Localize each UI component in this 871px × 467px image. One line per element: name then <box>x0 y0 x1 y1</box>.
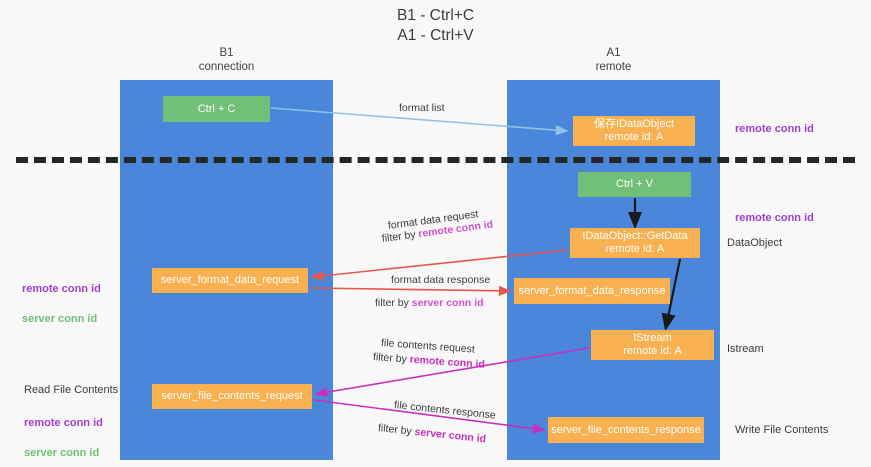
annotation-remote-conn-id-left-top: remote conn id <box>22 283 101 295</box>
filter-key-server-conn-id: server conn id <box>411 297 484 309</box>
annotation-read-file-contents: Read File Contents <box>24 384 119 396</box>
page-title: B1 - Ctrl+C A1 - Ctrl+V <box>396 7 475 44</box>
annotation-write-file-contents: Write File Contents <box>735 424 829 436</box>
filter-prefix: filter by <box>372 351 411 366</box>
box-istream[interactable]: IStream remote id: A <box>591 330 714 360</box>
box-server-file-contents-response[interactable]: server_file_contents_response <box>548 417 704 443</box>
annotation-istream: Istream <box>727 343 764 355</box>
box-ctrl-v[interactable]: Ctrl + V <box>578 172 691 197</box>
lane-header-b1: B1 connection <box>198 47 255 73</box>
edge-label-format-data-response: format data response <box>391 274 491 286</box>
annotation-dataobject: DataObject <box>727 237 783 249</box>
lane-header-a1: A1 remote <box>595 47 632 73</box>
annotation-conn-id-legend-top: remote conn id server conn id <box>22 267 101 327</box>
filter-prefix: filter by <box>377 422 416 438</box>
annotation-server-conn-id-left-bottom: server conn id <box>24 447 100 459</box>
edge-label-file-contents-response-filter: filter by server conn id <box>377 421 487 447</box>
edge-label-file-contents-response: file contents response <box>393 399 497 422</box>
annotation-remote-conn-id-mid: remote conn id <box>735 212 814 224</box>
filter-prefix: filter by <box>381 228 420 245</box>
box-server-format-data-request[interactable]: server_format_data_request <box>152 268 308 293</box>
box-server-file-contents-request[interactable]: server_file_contents_request <box>152 384 312 409</box>
annotation-conn-id-legend-bottom: remote conn id server conn id <box>24 401 103 461</box>
annotation-remote-conn-id-left-bottom: remote conn id <box>24 417 103 429</box>
filter-key-remote-conn-id: remote conn id <box>409 353 486 371</box>
box-save-idataobject[interactable]: 保存IDataObject remote id: A <box>573 116 695 146</box>
box-ctrl-c[interactable]: Ctrl + C <box>163 96 270 122</box>
filter-key-server-conn-id: server conn id <box>413 425 487 446</box>
annotation-remote-conn-id-top: remote conn id <box>735 123 814 135</box>
filter-prefix: filter by <box>375 297 412 309</box>
edge-label-format-list: format list <box>399 102 445 114</box>
edge-label-format-data-response-filter: filter by server conn id <box>375 296 484 311</box>
section-divider <box>16 157 855 163</box>
box-server-format-data-response[interactable]: server_format_data_response <box>514 278 670 304</box>
box-idataobject-getdata[interactable]: IDataObject::GetData remote id: A <box>570 228 700 258</box>
annotation-server-conn-id-left-top: server conn id <box>22 313 98 325</box>
